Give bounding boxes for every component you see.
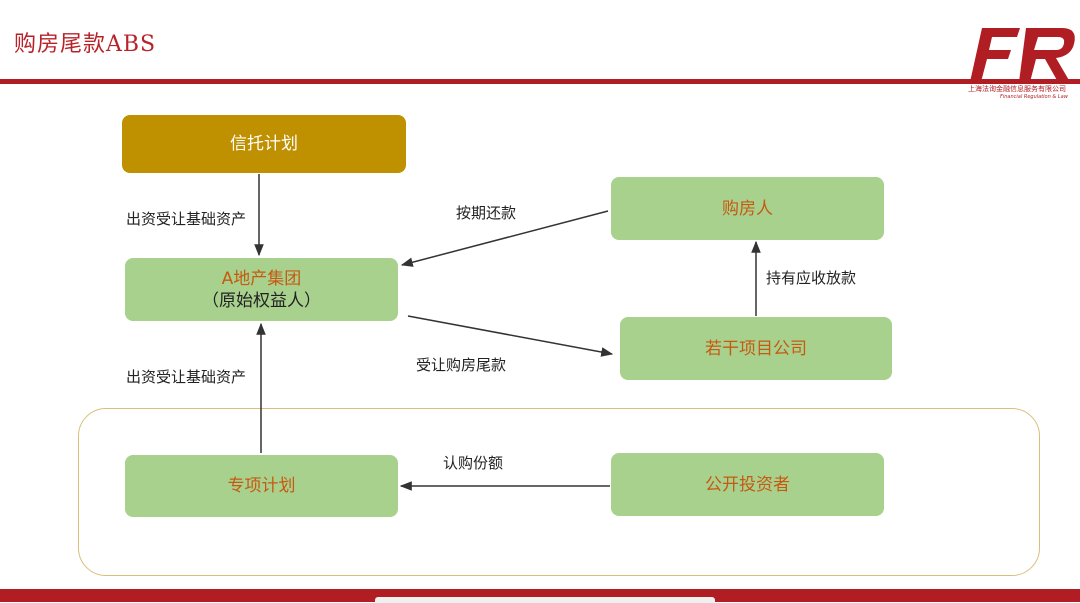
footer-tab: [375, 597, 715, 603]
node-investors-label: 公开投资者: [705, 474, 790, 495]
edge-label-projects-to-buyer: 持有应收放款: [766, 269, 857, 287]
logo-company-en: Financial Regulation & Law: [1000, 94, 1068, 100]
node-project-companies-label: 若干项目公司: [705, 338, 807, 359]
node-project-companies: 若干项目公司: [620, 317, 892, 380]
page-title: 购房尾款ABS: [14, 32, 157, 57]
investment-group-frame: [78, 408, 1040, 576]
node-special-plan: 专项计划: [125, 455, 398, 517]
footer-bar: [0, 589, 1080, 602]
edge-label-special-to-developer: 出资受让基础资产: [126, 368, 247, 386]
node-developer-role: （原始权益人）: [202, 290, 321, 311]
arrow-developer-to-projects: [407, 315, 614, 357]
edge-label-investors-to-special: 认购份额: [443, 454, 504, 472]
edge-label-buyer-to-developer: 按期还款: [456, 204, 517, 222]
node-special-plan-label: 专项计划: [227, 476, 296, 496]
edge-label-developer-to-projects: 受让购房尾款: [416, 356, 507, 374]
node-developer-name: A地产集团: [221, 268, 302, 289]
edge-label-trust-to-developer: 出资受让基础资产: [126, 210, 247, 228]
node-investors: 公开投资者: [611, 453, 884, 516]
company-logo: [970, 28, 1075, 82]
node-buyer: 购房人: [611, 177, 884, 240]
arrow-buyer-to-developer: [400, 210, 609, 267]
node-trust-plan-label: 信托计划: [230, 134, 298, 154]
node-developer: A地产集团 （原始权益人）: [125, 258, 398, 321]
node-trust-plan: 信托计划: [122, 115, 406, 173]
node-buyer-label: 购房人: [722, 198, 773, 219]
logo-company-cn: 上海法询金融信息服务有限公司: [968, 85, 1066, 93]
header-divider: [0, 79, 1080, 84]
